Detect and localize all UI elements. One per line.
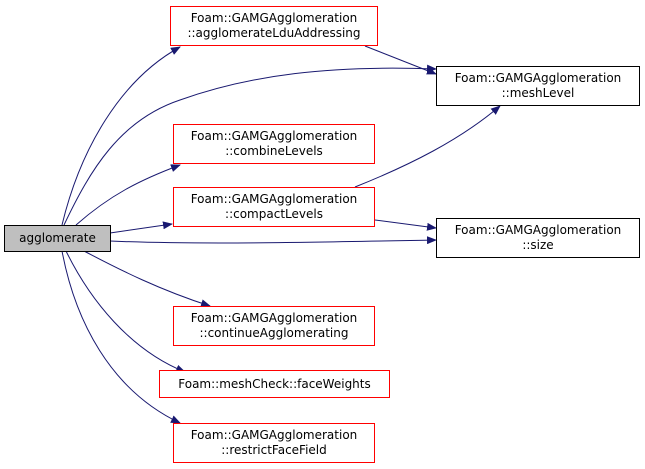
edge-root-continue: [83, 250, 211, 308]
edge-ldu-meshlevel: [364, 45, 437, 75]
node-label: Foam::GAMGAgglomeration: [190, 192, 358, 206]
edge-root-combine: [75, 164, 181, 226]
node-label: Foam::meshCheck::faceWeights: [178, 376, 371, 391]
node-label: ::meshLevel: [501, 86, 575, 100]
edge-compact-size: [374, 219, 437, 231]
node-agglomerate-ldu-addressing[interactable]: Foam::GAMGAgglomeration::agglomerateLduA…: [170, 6, 378, 46]
edge-root-compact: [109, 221, 173, 234]
edge-root-faceweights: [65, 250, 186, 373]
node-label: Foam::GAMGAgglomeration: [454, 71, 622, 85]
node-label: ::restrictFaceField: [221, 443, 327, 457]
node-label: agglomerate: [19, 231, 96, 245]
node-label: Foam::GAMGAgglomeration: [190, 311, 358, 325]
node-label: ::agglomerateLduAddressing: [187, 26, 361, 40]
node-label: ::size: [522, 238, 554, 252]
edge-root-restrict: [61, 250, 181, 424]
node-restrict-face-field[interactable]: Foam::GAMGAgglomeration::restrictFaceFie…: [173, 423, 375, 463]
edge-compact-meshlevel: [354, 105, 501, 188]
node-agglomerate[interactable]: agglomerate: [4, 225, 111, 252]
node-label: Foam::GAMGAgglomeration: [190, 11, 358, 25]
node-label: ::compactLevels: [225, 207, 323, 221]
node-label: Foam::GAMGAgglomeration: [454, 223, 622, 237]
edge-root-size: [109, 236, 437, 245]
node-label: Foam::GAMGAgglomeration: [190, 428, 358, 442]
node-label: Foam::GAMGAgglomeration: [190, 129, 358, 143]
node-combine-levels[interactable]: Foam::GAMGAgglomeration::combineLevels: [173, 124, 375, 164]
edge-root-ldu: [61, 46, 181, 226]
node-size[interactable]: Foam::GAMGAgglomeration::size: [436, 218, 640, 258]
node-mesh-level[interactable]: Foam::GAMGAgglomeration::meshLevel: [436, 66, 640, 106]
node-label: ::combineLevels: [225, 144, 323, 158]
node-continue-agglomerating[interactable]: Foam::GAMGAgglomeration::continueAgglome…: [173, 306, 375, 346]
edge-root-meshlevel: [63, 64, 437, 226]
node-face-weights[interactable]: Foam::meshCheck::faceWeights: [159, 370, 390, 398]
node-label: ::continueAgglomerating: [199, 326, 349, 340]
node-compact-levels[interactable]: Foam::GAMGAgglomeration::compactLevels: [173, 187, 375, 227]
